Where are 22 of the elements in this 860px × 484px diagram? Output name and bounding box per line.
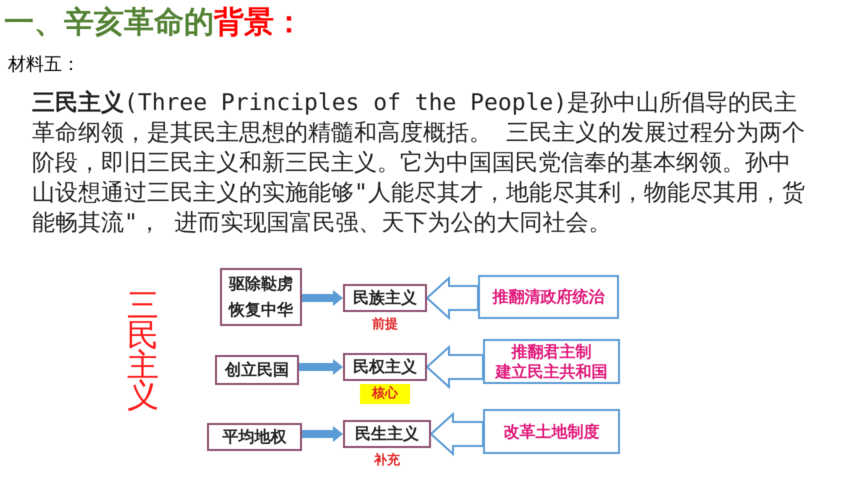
concept-box: 民权主义 [343, 353, 427, 381]
hollow-arrow [430, 412, 484, 456]
note-box: 改革土地制度 [483, 409, 620, 454]
concept-box: 民族主义 [343, 284, 427, 312]
material-label: 材料五： [8, 53, 80, 76]
concept-box: 平均地权 [207, 423, 302, 451]
concept-box: 创立民国 [215, 355, 299, 385]
note-box: 推翻清政府统治 [478, 275, 619, 319]
hollow-arrow [426, 276, 479, 320]
arrow [302, 426, 343, 442]
highlighted-label: 核心 [360, 384, 410, 404]
arrow [299, 359, 343, 375]
paragraph: 三民主义(Three Principles of the People)是孙中山所倡导的民主革命纲领，是其民主思想的精髓和高度概括。 三民主义的发展过程分为两个阶段，即旧三民主义和新三民主义。它为中国国民党信奉的基本纲领。孙中山设想通过三民主义的实施能够"人能尽其才，地能尽其利，物能尽其用，货能畅其流"， 进而实现国富民强、天下为公的大同社会。 [32, 89, 806, 238]
arrow [302, 290, 343, 306]
caption-label: 前提 [371, 316, 399, 334]
title: 一、辛亥革命的背景： [4, 4, 304, 42]
note-box: 推翻君主制 建立民主共和国 [483, 339, 620, 384]
concept-box: 驱除鞑虏 恢复中华 [220, 268, 302, 326]
concept-box: 民生主义 [343, 420, 431, 448]
vertical-heading: 三民主义 [126, 290, 160, 410]
hollow-arrow [426, 344, 484, 390]
caption-label: 补充 [372, 452, 401, 470]
